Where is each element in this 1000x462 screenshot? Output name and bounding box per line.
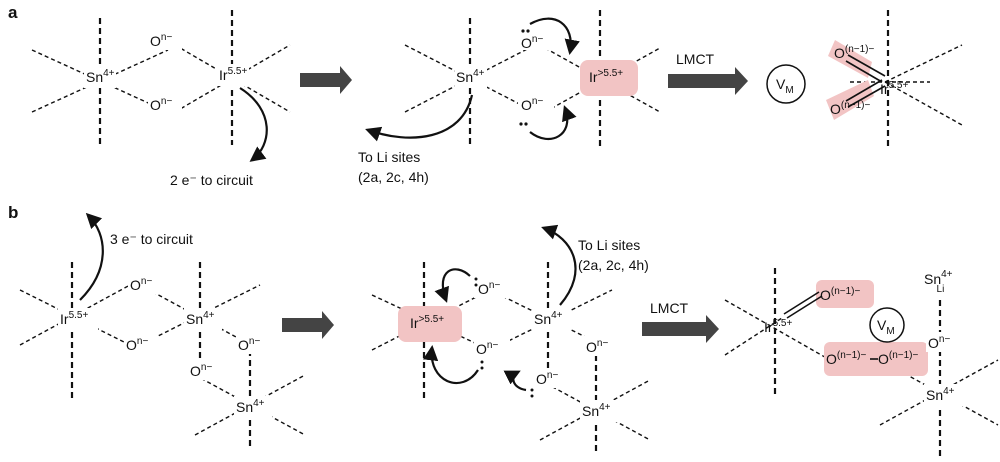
li-sites-label: To Li sites (358, 149, 420, 165)
vacancy-label: VM (877, 317, 895, 337)
oxygen-atom: On− (126, 336, 148, 353)
oxygen-atom: On− (150, 32, 172, 49)
oxygen-atom: On− (928, 334, 950, 351)
oxygen-atom: On− (476, 340, 498, 357)
sn-atom: Sn4+ (86, 68, 115, 85)
peroxo-oxygen: O(n−1)− (878, 350, 919, 367)
oxygen-atom: On− (521, 96, 543, 113)
ir-highlight (580, 60, 638, 96)
ir-highlight (398, 306, 462, 342)
lone-pair-arrow (434, 268, 471, 303)
lmct-arrow (668, 67, 748, 95)
ir-atom: Ir5.5+ (219, 66, 247, 83)
reaction-arrow (282, 311, 334, 339)
panel-a-initial-structure: Sn4+ On− On− Ir5.5+ 2 e⁻ to circuit (31, 10, 291, 188)
sn-atom: Sn4+ (582, 402, 611, 419)
sn-atom: Sn4+ (186, 310, 215, 327)
vacancy-label: VM (776, 76, 794, 96)
panel-b-product-structure: Ir5.5+ O(n−1)− O(n−1)− O(n−1)− VM On− Sn… (724, 266, 999, 458)
oxygen-atom: On− (521, 34, 543, 51)
oxygen-atom: On− (586, 338, 608, 355)
electrons-to-circuit-label: 2 e⁻ to circuit (170, 172, 253, 188)
sn-li-site-atom: Sn4+Li (924, 269, 953, 295)
oxo-oxygen: O(n−1)− (820, 286, 861, 303)
metal-vacancy (766, 64, 806, 104)
li-sites-label: To Li sites (578, 237, 640, 253)
oxo-oxygen: O(n−1)− (834, 44, 875, 61)
sn-atom: Sn4+ (926, 386, 955, 403)
electron-transfer-arrow (79, 212, 104, 301)
li-sites-positions: (2a, 2c, 4h) (578, 257, 649, 273)
oxygen-atom: On− (150, 96, 172, 113)
lone-pair-arrow (503, 370, 527, 392)
electron-transfer-arrow (239, 87, 268, 162)
lone-pair-arrow (529, 17, 580, 56)
lmct-arrow (642, 315, 719, 343)
ir-atom: Ir>5.5+ (589, 68, 623, 85)
oxo-oxygen: O(n−1)− (830, 100, 871, 117)
lone-pair-arrow (422, 344, 479, 385)
lmct-label: LMCT (676, 51, 715, 67)
panel-b-initial-structure: Ir5.5+ Sn4+ On− On− On− On− Sn4+ 3 e⁻ to… (19, 212, 306, 450)
panel-a-label: a (8, 3, 18, 22)
li-sites-positions: (2a, 2c, 4h) (358, 169, 429, 185)
oxo-highlight (816, 280, 874, 308)
ir-atom: Ir5.5+ (764, 318, 792, 335)
lmct-label: LMCT (650, 300, 689, 316)
sn-atom: Sn4+ (534, 310, 563, 327)
sn-atom: Sn4+ (456, 68, 485, 85)
oxygen-atom: On− (130, 276, 152, 293)
panel-a-intermediate-structure: Sn4+ On− On− Ir>5.5+ To Li sites (2a, 2c… (358, 10, 661, 185)
sn-atom: Sn4+ (236, 398, 265, 415)
ir-atom: Ir5.5+ (60, 310, 88, 327)
peroxo-oxygen: O(n−1)− (826, 350, 867, 367)
metal-vacancy (869, 307, 905, 343)
oxo-highlight (826, 80, 874, 120)
electrons-to-circuit-label: 3 e⁻ to circuit (110, 231, 193, 247)
oxygen-atom: On− (478, 280, 500, 297)
li-migration-arrow (541, 224, 577, 306)
panel-b-label: b (8, 203, 18, 222)
panel-a-product-structure: VM Ir5.5+ O(n−1)− O(n−1)− (766, 10, 963, 150)
li-migration-arrow (365, 94, 474, 142)
oxygen-atom: On− (238, 336, 260, 353)
oxygen-atom: On− (190, 362, 212, 379)
ir-atom: Ir>5.5+ (410, 314, 444, 331)
ir-atom: Ir5.5+ (880, 80, 908, 97)
lone-pair-arrow (529, 105, 577, 141)
oxygen-atom: On− (536, 370, 558, 387)
panel-b-intermediate-structure: Ir>5.5+ Sn4+ On− On− On− On− Sn4+ To Li … (371, 224, 651, 455)
oxo-highlight (828, 40, 872, 78)
reaction-arrow (300, 66, 352, 94)
